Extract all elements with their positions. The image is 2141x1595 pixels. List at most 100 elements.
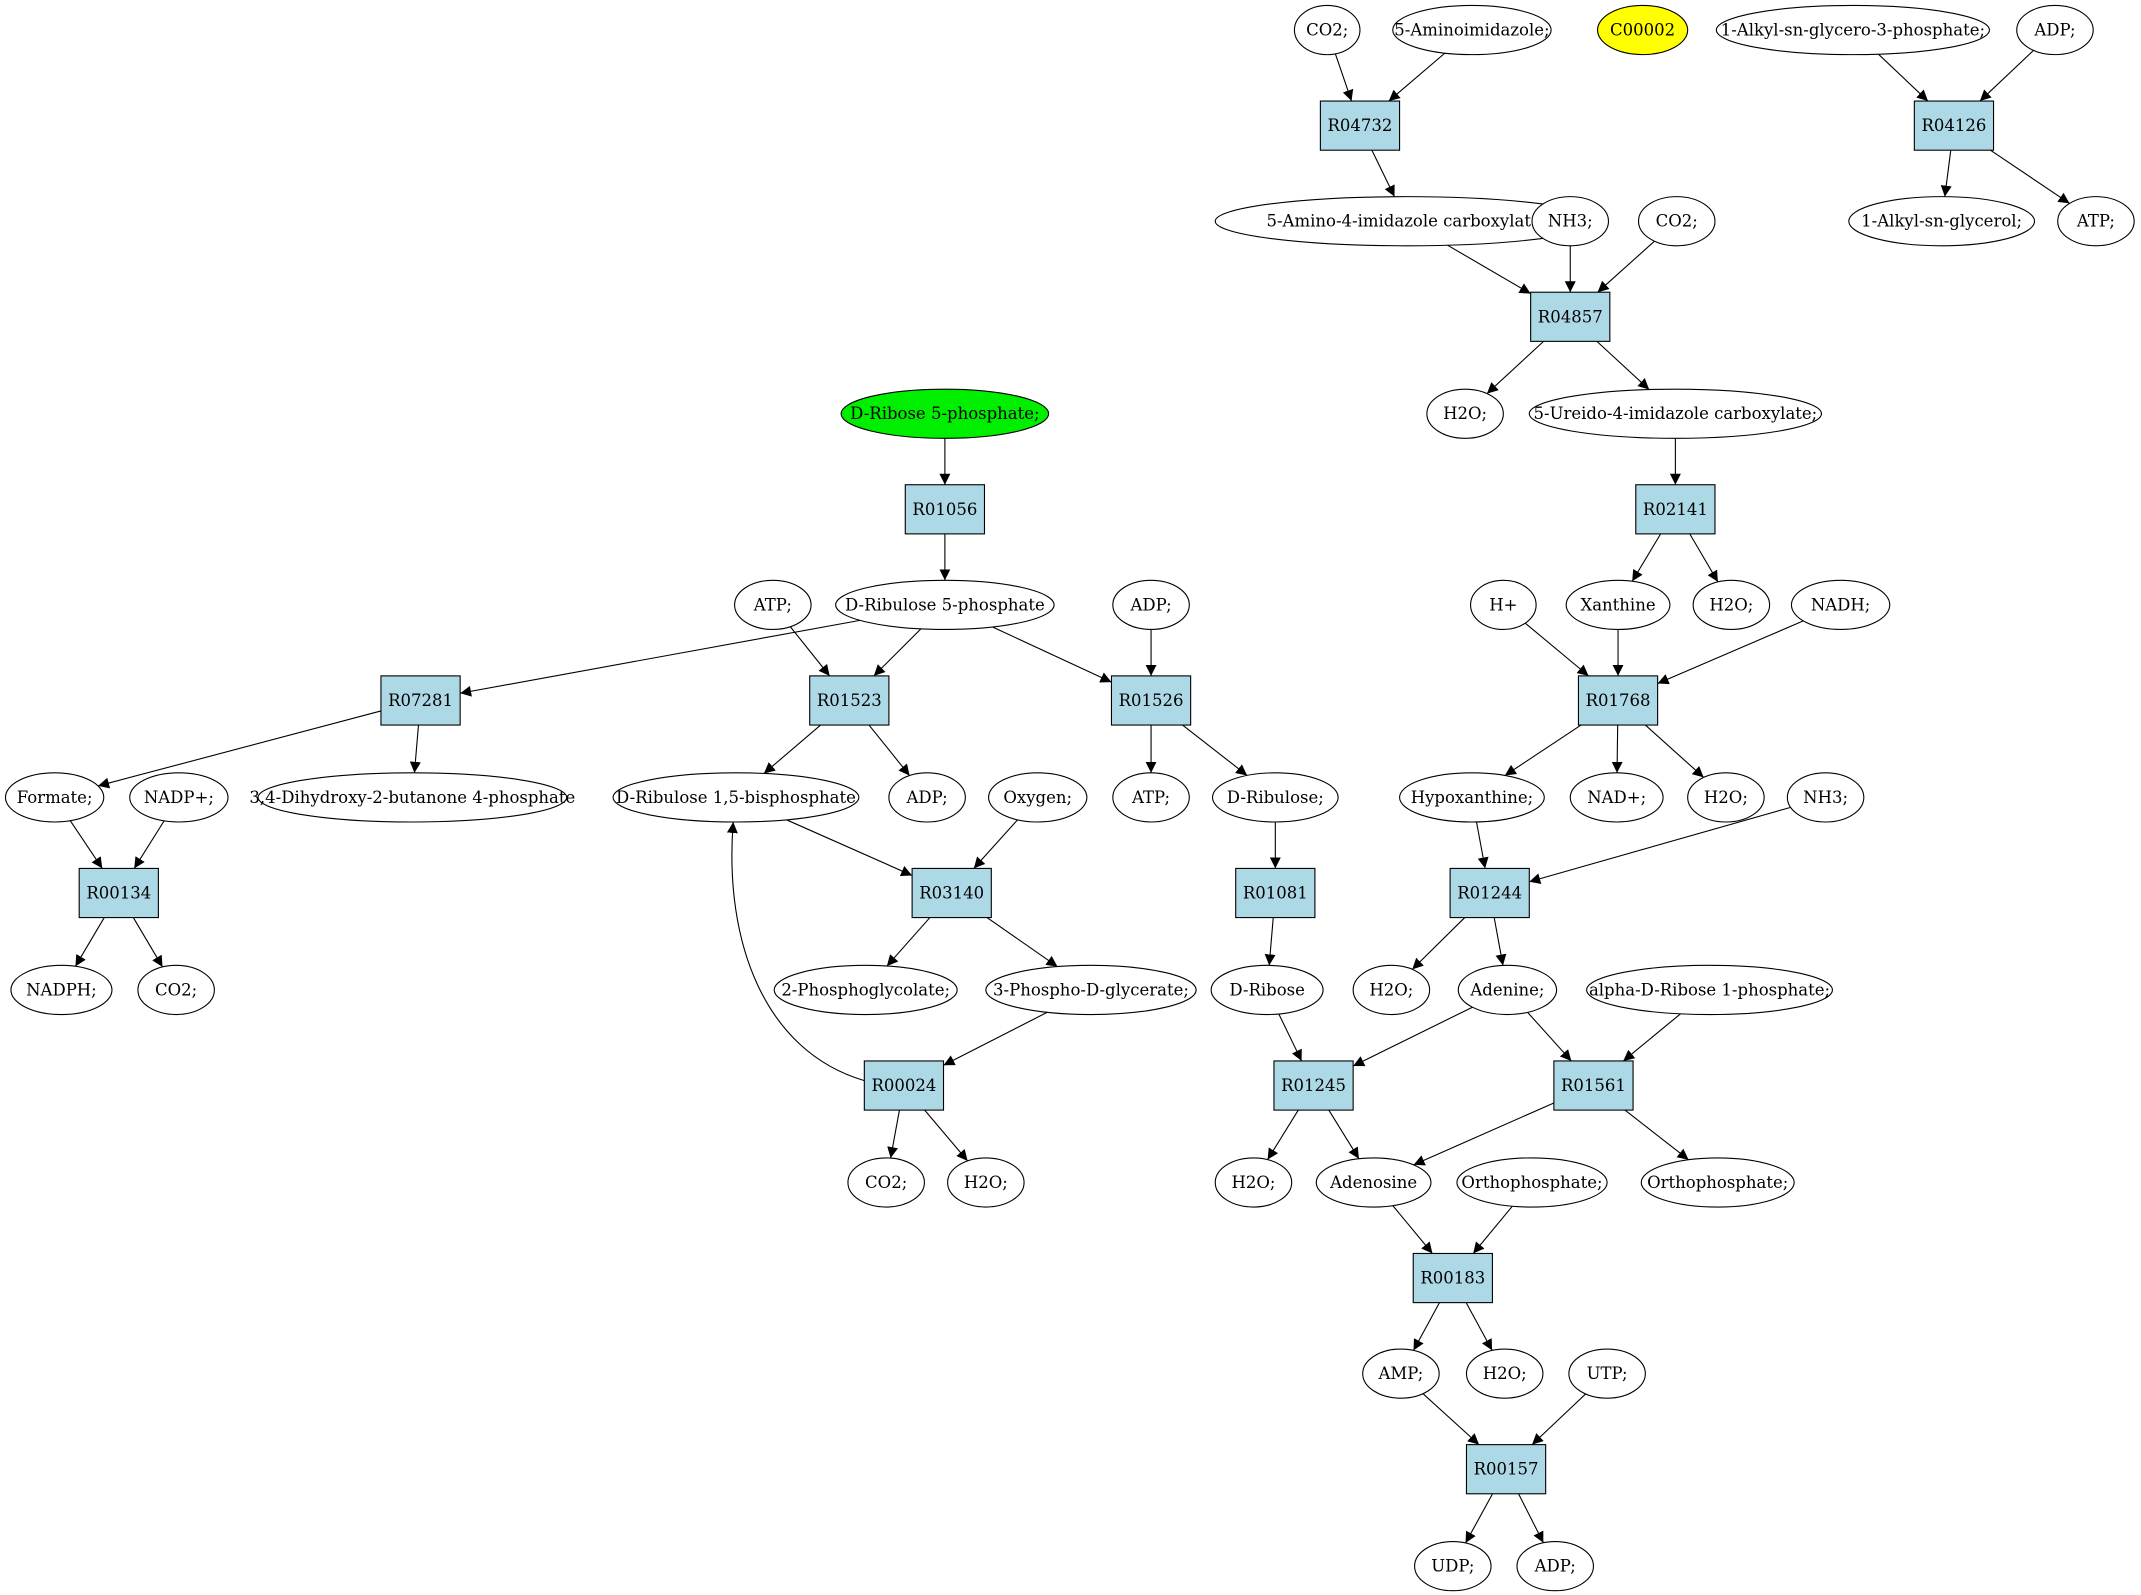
compound-node-c_co2_r00024[interactable]: CO2;: [847, 1157, 925, 1208]
compound-node-c_h2o_r00183[interactable]: H2O;: [1465, 1348, 1544, 1399]
compound-node-c_dribose[interactable]: D-Ribose: [1210, 964, 1324, 1016]
compound-node-c_adenosine[interactable]: Adenosine: [1315, 1157, 1432, 1208]
compound-node-c_h2o_r01244[interactable]: H2O;: [1352, 964, 1431, 1016]
compound-ellipse: [1210, 964, 1324, 1016]
compound-node-c_3phosphoglycerate[interactable]: 3-Phospho-D-glycerate;: [985, 964, 1197, 1016]
edge-c_hplus-to-r_R01768: [1524, 622, 1589, 677]
compound-node-c_adenine[interactable]: Adenine;: [1457, 964, 1558, 1016]
compound-node-c_co2_r00134[interactable]: CO2;: [137, 964, 215, 1016]
node-label: UTP;: [1587, 1364, 1628, 1383]
compound-node-c_adp_r01523[interactable]: ADP;: [888, 772, 966, 823]
compound-node-c_ribulose15bp[interactable]: D-Ribulose 1,5-bisphosphate: [612, 772, 860, 823]
compound-node-c_h2o_r01245[interactable]: H2O;: [1214, 1157, 1293, 1208]
reaction-box: [1553, 1060, 1634, 1111]
compound-node-c_nadph[interactable]: NADPH;: [10, 964, 113, 1016]
compound-node-c_utp[interactable]: UTP;: [1568, 1348, 1646, 1399]
compound-node-c_h2o_r01768[interactable]: H2O;: [1687, 772, 1765, 823]
reaction-box: [78, 867, 159, 919]
compound-node-c_udp[interactable]: UDP;: [1414, 1541, 1492, 1592]
compound-node-c_orthophosphate_b[interactable]: Orthophosphate;: [1640, 1157, 1795, 1208]
reaction-node-r_R03140[interactable]: R03140: [911, 867, 992, 919]
compound-node-c_alkylglycerol[interactable]: 1-Alkyl-sn-glycerol;: [1848, 196, 2036, 247]
compound-node-c_nad[interactable]: NAD+;: [1569, 772, 1664, 823]
compound-node-c_nadh[interactable]: NADH;: [1790, 579, 1891, 631]
reaction-node-r_R00157[interactable]: R00157: [1465, 1444, 1547, 1495]
compound-node-c_c00002[interactable]: C00002: [1597, 4, 1689, 56]
reaction-box: [809, 675, 890, 726]
reaction-node-r_R01523[interactable]: R01523: [809, 675, 890, 726]
compound-node-c_h2o_r04857[interactable]: H2O;: [1426, 388, 1504, 439]
compound-node-c_5ureido[interactable]: 5-Ureido-4-imidazole carboxylate;: [1528, 388, 1823, 439]
reaction-node-r_R01244[interactable]: R01244: [1449, 867, 1530, 919]
compound-node-c_5aminoimidazole[interactable]: 5-Aminoimidazole;: [1392, 4, 1552, 56]
compound-node-c_2phosphoglycolate[interactable]: 2-Phosphoglycolate;: [773, 964, 958, 1016]
reaction-node-r_R04126[interactable]: R04126: [1913, 100, 1995, 151]
reaction-node-r_R01526[interactable]: R01526: [1110, 675, 1192, 726]
edge-r_R07281-to-c_formate: [97, 710, 382, 789]
compound-node-c_dihydroxybutanone[interactable]: 3,4-Dihydroxy-2-butanone 4-phosphate: [249, 772, 575, 823]
compound-node-c_atp_r01526[interactable]: ATP;: [1112, 772, 1190, 823]
reaction-node-r_R00183[interactable]: R00183: [1412, 1252, 1493, 1304]
compound-node-c_co2_mid[interactable]: CO2;: [1637, 196, 1716, 247]
edge-r_R00024-to-c_ribulose15bp: [726, 821, 865, 1082]
reaction-node-r_R07281[interactable]: R07281: [380, 675, 461, 726]
compound-node-c_formate[interactable]: Formate;: [4, 772, 105, 823]
node-label: ADP;: [1534, 1557, 1576, 1576]
reaction-node-r_R00134[interactable]: R00134: [78, 867, 159, 919]
node-label: H2O;: [1443, 404, 1487, 423]
compound-node-c_hplus[interactable]: H+: [1470, 579, 1537, 631]
edge-c_dribose-to-r_R01245: [1278, 1013, 1303, 1062]
reaction-node-r_R01768[interactable]: R01768: [1577, 675, 1659, 726]
compound-ellipse: [1516, 1541, 1595, 1592]
reaction-node-r_R02141[interactable]: R02141: [1635, 484, 1716, 535]
reaction-node-r_R01081[interactable]: R01081: [1235, 867, 1316, 919]
node-label: R01526: [1119, 691, 1184, 710]
compound-node-c_h2o_r00024[interactable]: H2O;: [947, 1157, 1025, 1208]
compound-node-c_nh3_r01244[interactable]: NH3;: [1786, 772, 1865, 823]
compound-node-c_xanthine[interactable]: Xanthine: [1565, 579, 1671, 631]
compound-ellipse: [1586, 964, 1833, 1016]
compound-node-c_nh3_top[interactable]: NH3;: [1531, 196, 1610, 247]
compound-node-c_atp_r04126[interactable]: ATP;: [2057, 196, 2135, 247]
compound-node-c_adp_r01526[interactable]: ADP;: [1112, 579, 1190, 631]
edge-r_R04857-to-c_h2o_r04857: [1486, 340, 1544, 394]
compound-node-c_amp[interactable]: AMP;: [1362, 1348, 1440, 1399]
node-label: alpha-D-Ribose 1-phosphate;: [1589, 980, 1830, 999]
reaction-node-r_R01245[interactable]: R01245: [1273, 1060, 1354, 1111]
compound-node-c_ribose5p[interactable]: D-Ribose 5-phosphate;: [840, 388, 1050, 439]
compound-node-c_adp_r00157[interactable]: ADP;: [1516, 1541, 1595, 1592]
compound-node-c_nadp[interactable]: NADP+;: [129, 772, 229, 823]
compound-node-c_co2_top[interactable]: CO2;: [1293, 4, 1361, 56]
reaction-node-r_R04732[interactable]: R04732: [1319, 100, 1401, 151]
node-label: R01244: [1457, 883, 1522, 902]
reaction-node-r_R04857[interactable]: R04857: [1530, 291, 1611, 342]
compound-ellipse: [1692, 579, 1771, 631]
compound-node-c_hypoxanthine[interactable]: Hypoxanthine;: [1399, 772, 1545, 823]
compound-ellipse: [1786, 772, 1865, 823]
compound-node-c_ribulose5p[interactable]: D-Ribulose 5-phosphate: [835, 579, 1055, 631]
compound-node-c_5amino4imid[interactable]: 5-Amino-4-imidazole carboxylate;: [1214, 196, 1599, 247]
compound-node-c_ribulose[interactable]: D-Ribulose;: [1211, 772, 1339, 823]
node-label: 3-Phospho-D-glycerate;: [993, 980, 1189, 999]
compound-node-c_oxygen[interactable]: Oxygen;: [988, 772, 1088, 823]
node-label: H2O;: [1483, 1364, 1527, 1383]
compound-node-c_adp_top[interactable]: ADP;: [2016, 4, 2094, 56]
compound-ellipse: [1112, 579, 1190, 631]
node-label: R01768: [1586, 691, 1651, 710]
node-label: D-Ribulose 1,5-bisphosphate: [616, 788, 856, 807]
reaction-node-r_R01561[interactable]: R01561: [1553, 1060, 1634, 1111]
node-label: 5-Aminoimidazole;: [1394, 21, 1549, 40]
node-label: H2O;: [1709, 595, 1753, 614]
compound-node-c_atp_r01523[interactable]: ATP;: [734, 579, 812, 631]
compound-ellipse: [1399, 772, 1545, 823]
compound-node-c_orthophosphate_a[interactable]: Orthophosphate;: [1456, 1157, 1608, 1208]
reaction-node-r_R00024[interactable]: R00024: [863, 1060, 945, 1111]
compound-node-c_h2o_r02141[interactable]: H2O;: [1692, 579, 1771, 631]
node-label: 3,4-Dihydroxy-2-butanone 4-phosphate: [249, 788, 575, 807]
node-label: R07281: [388, 691, 453, 710]
compound-node-c_alkylglycero3p[interactable]: 1-Alkyl-sn-glycero-3-phosphate;: [1715, 4, 1990, 56]
compound-node-c_aribose1p[interactable]: alpha-D-Ribose 1-phosphate;: [1586, 964, 1833, 1016]
edge-c_nh3_r01244-to-r_R01244: [1529, 806, 1791, 885]
compound-ellipse: [840, 388, 1050, 439]
reaction-node-r_R01056[interactable]: R01056: [904, 484, 986, 535]
